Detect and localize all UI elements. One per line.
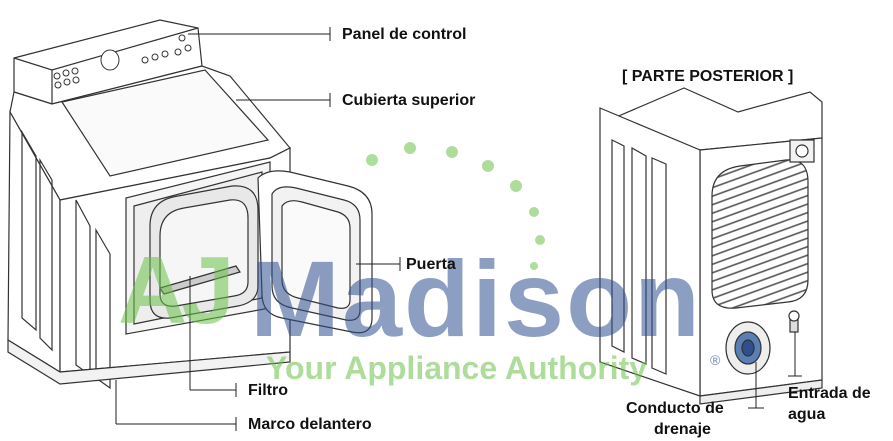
- label-water-inlet-line2: agua: [788, 406, 826, 423]
- lint-filter: [159, 265, 241, 295]
- exhaust-vent: [711, 159, 809, 309]
- label-drain-line2: drenaje: [654, 421, 711, 438]
- rear-dryer: [599, 87, 823, 405]
- label-top-cover: Cubierta superior: [342, 92, 476, 109]
- cycle-knob: [100, 49, 120, 71]
- control-buttons: [53, 34, 192, 89]
- label-front-frame: Marco delantero: [248, 416, 372, 433]
- label-control-panel: Panel de control: [342, 26, 467, 43]
- label-rear-title: [ PARTE POSTERIOR ]: [622, 68, 794, 85]
- watermark-trademark: ®: [710, 352, 721, 368]
- label-drain-line1: Conducto de: [626, 400, 724, 417]
- front-dryer: [7, 19, 373, 390]
- label-water-inlet-line1: Entrada de: [788, 385, 871, 402]
- watermark-tagline: Your Appliance Authority: [266, 350, 648, 386]
- watermark-brand: Madison: [250, 238, 703, 359]
- watermark-logo: AJ: [118, 237, 235, 344]
- watermark-dots: [366, 142, 545, 270]
- label-filter: Filtro: [248, 382, 288, 399]
- leader-lines: [115, 27, 802, 431]
- label-door: Puerta: [406, 256, 456, 273]
